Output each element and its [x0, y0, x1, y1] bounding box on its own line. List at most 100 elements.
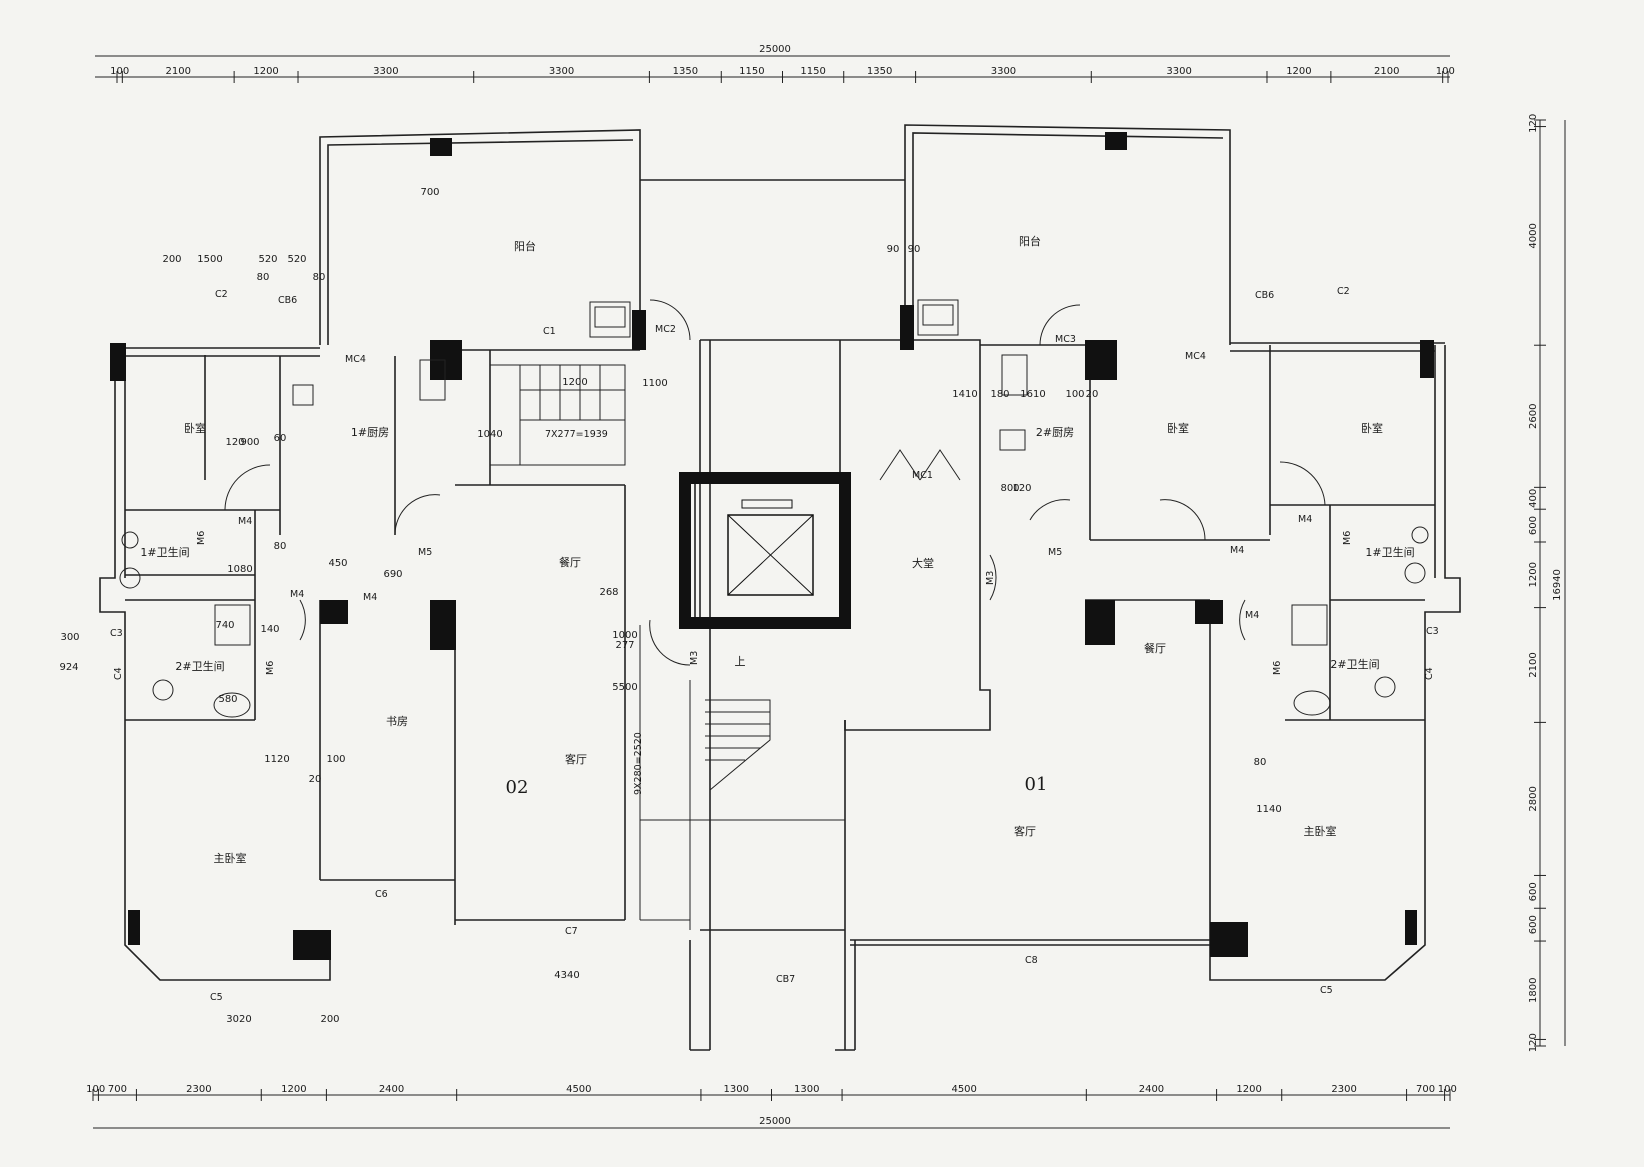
- local-dim-text: 200: [320, 1014, 339, 1025]
- local-dim-text: 690: [383, 569, 402, 580]
- label-m5-right: M5: [1048, 547, 1062, 558]
- room-bath2-left: 2#卫生间: [175, 659, 224, 673]
- room-balcony-right: 阳台: [1019, 234, 1041, 248]
- local-dim-text: 120: [225, 437, 244, 448]
- local-dim-text: 268: [599, 587, 618, 598]
- label-m6-3: M6: [1342, 531, 1353, 545]
- local-dim-text: 180: [990, 389, 1009, 400]
- bottom-dim-text: 1300: [794, 1084, 819, 1095]
- local-dim-text: 80: [1254, 757, 1267, 768]
- bottom-dim-text: 1300: [723, 1084, 748, 1095]
- bottom-dim-text: 100: [1438, 1084, 1457, 1095]
- label-mc3: MC3: [1055, 334, 1076, 345]
- right-dimension-texts: 1204000260040060012002100280060060018001…: [1528, 114, 1539, 1053]
- local-dim-text: 900: [240, 437, 259, 448]
- unit-number-left: 02: [506, 777, 529, 798]
- bottom-dim-text: 2400: [1139, 1084, 1164, 1095]
- local-dim-text: 80: [313, 272, 326, 283]
- right-dim-text: 2800: [1528, 786, 1539, 811]
- right-dim-text: 600: [1528, 882, 1539, 901]
- opening-labels: C1 C2 C2 CB6 CB6 MC2 MC3 MC4 MC4 MC1 M4 …: [110, 286, 1439, 1003]
- room-labels: 阳台 阳台 卧室 1#厨房 2#厨房 卧室 卧室 1#卫生间 2#卫生间 1#卫…: [140, 234, 1414, 865]
- local-dim-text: 80: [257, 272, 270, 283]
- label-c3-right: C3: [1426, 626, 1439, 637]
- local-dim-text: 520: [258, 254, 277, 265]
- total-width-bottom: 25000: [759, 1116, 791, 1127]
- dimension-lines: [92, 55, 1566, 1129]
- total-width-top: 25000: [759, 44, 791, 55]
- local-dim-text: 60: [274, 433, 287, 444]
- label-m5-left: M5: [418, 547, 432, 558]
- local-dim-text: 300: [60, 632, 79, 643]
- label-cb7: CB7: [776, 974, 795, 985]
- room-bath2-right: 2#卫生间: [1330, 657, 1379, 671]
- upper-stair: [489, 364, 626, 466]
- bottom-dim-text: 2300: [186, 1084, 211, 1095]
- label-mc4-right: MC4: [1185, 351, 1206, 362]
- top-dim-text: 2100: [1374, 66, 1399, 77]
- room-kitchen-left: 1#厨房: [351, 426, 389, 439]
- local-dim-text: 3020: [226, 1014, 251, 1025]
- right-dim-text: 4000: [1528, 223, 1539, 248]
- label-c6: C6: [375, 889, 388, 900]
- top-dim-text: 2100: [165, 66, 190, 77]
- right-dim-text: 1800: [1528, 978, 1539, 1003]
- label-m3-2: M3: [689, 651, 700, 665]
- local-dim-text: 90: [908, 244, 921, 255]
- label-m4-4: M4: [1230, 545, 1244, 556]
- local-dim-text: 1200: [562, 377, 587, 388]
- label-mc1: MC1: [912, 470, 933, 481]
- stair-note-lower: 9X280=2520: [633, 732, 644, 795]
- room-bedroom-right-2: 卧室: [1361, 421, 1383, 435]
- local-dim-text: 20: [309, 774, 322, 785]
- room-master-right: 主卧室: [1304, 824, 1337, 838]
- top-dim-text: 1200: [253, 66, 278, 77]
- top-dim-text: 1200: [1286, 66, 1311, 77]
- label-m6-4: M6: [1272, 661, 1283, 675]
- local-dim-text: 1000: [612, 630, 637, 641]
- label-c1: C1: [543, 326, 556, 337]
- label-cb6-left: CB6: [278, 295, 297, 306]
- room-kitchen-right: 2#厨房: [1036, 426, 1074, 439]
- top-dim-text: 3300: [991, 66, 1016, 77]
- label-c8: C8: [1025, 955, 1038, 966]
- right-dim-text: 2600: [1528, 404, 1539, 429]
- top-dim-text: 1150: [739, 66, 764, 77]
- local-dim-text: 200: [162, 254, 181, 265]
- room-master-left: 主卧室: [214, 851, 247, 865]
- local-dim-text: 1610: [1020, 389, 1045, 400]
- room-living-right: 客厅: [1014, 824, 1036, 838]
- right-dim-text: 2100: [1528, 652, 1539, 677]
- room-bath1-right: 1#卫生间: [1365, 545, 1414, 559]
- local-dim-text: 1120: [264, 754, 289, 765]
- local-dim-text: 800: [1000, 483, 1019, 494]
- room-up-arrow: 上: [735, 655, 746, 668]
- local-dim-text: 1500: [197, 254, 222, 265]
- local-dim-text: 20: [1086, 389, 1099, 400]
- label-m4-6: M4: [1245, 610, 1259, 621]
- label-m6-1: M6: [196, 531, 207, 545]
- local-dim-text: 924: [59, 662, 78, 673]
- local-dim-text: 120: [1012, 483, 1031, 494]
- local-dim-text: 1410: [952, 389, 977, 400]
- right-dim-text: 600: [1528, 915, 1539, 934]
- room-bath1-left: 1#卫生间: [140, 545, 189, 559]
- local-dim-text: 450: [328, 558, 347, 569]
- lower-stair: [639, 625, 845, 930]
- local-dim-text: 1100: [642, 378, 667, 389]
- room-balcony-left: 阳台: [514, 239, 536, 253]
- room-dining-left: 餐厅: [559, 555, 581, 569]
- door-swings: [224, 299, 1326, 666]
- top-dim-text: 3300: [549, 66, 574, 77]
- local-dim-text: 90: [887, 244, 900, 255]
- top-dim-text: 100: [1436, 66, 1455, 77]
- local-dim-text: 580: [218, 694, 237, 705]
- bottom-dim-text: 1200: [281, 1084, 306, 1095]
- label-mc4-left: MC4: [345, 354, 366, 365]
- label-m6-2: M6: [265, 661, 276, 675]
- bottom-dim-text: 2400: [379, 1084, 404, 1095]
- label-c2-right: C2: [1337, 286, 1350, 297]
